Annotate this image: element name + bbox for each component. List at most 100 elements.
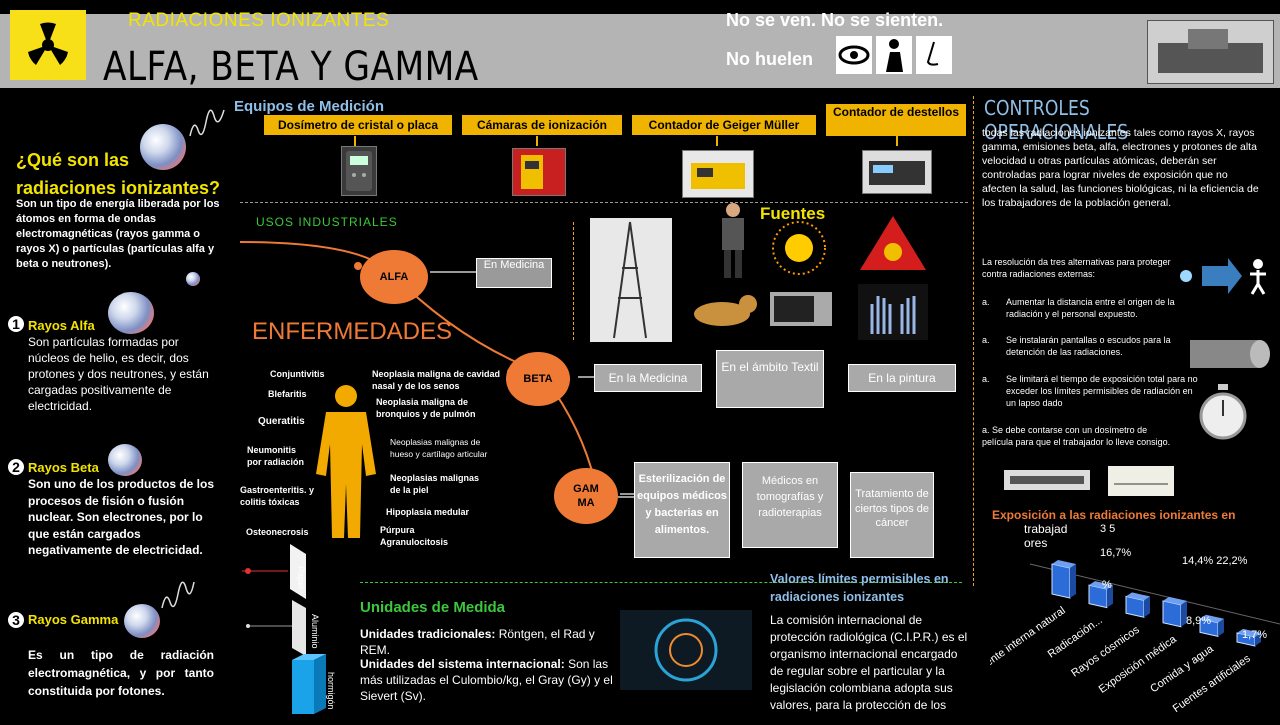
units-traditional-label: Unidades tradicionales: <box>360 627 496 641</box>
control-text-time: Se limitará el tiempo de exposición tota… <box>1006 374 1198 408</box>
atom-icon <box>140 124 186 170</box>
control-marker-3: a. <box>982 374 990 384</box>
ray-number-3: 3 <box>8 612 24 628</box>
particle-icon <box>186 272 200 286</box>
ray-text-alfa: Son partículas formadas por núcleos de h… <box>28 335 209 413</box>
disease-skin-neoplasm: Neoplasias malignas de la piel <box>390 473 480 495</box>
diseases-title: ENFERMEDADES <box>252 318 453 345</box>
chart-bar <box>1162 596 1187 628</box>
dog-image <box>686 288 762 330</box>
industrial-title: USOS INDUSTRIALES <box>256 215 398 229</box>
disease-pneumonitis: Neumonitis por radiación <box>247 445 305 467</box>
nose-icon <box>916 36 952 74</box>
dose-scale-image <box>1108 466 1174 496</box>
alfa-use-medicine: En Medicina <box>476 258 552 288</box>
measurement-title: Equipos de Medición <box>234 98 385 115</box>
device-label-scintillation: Contador de destellos <box>826 104 966 136</box>
ray-number-2: 2 <box>8 459 24 475</box>
beta-atom-icon <box>108 444 142 476</box>
gamma-wave-icon <box>160 580 196 615</box>
shielding-diagram <box>240 544 340 720</box>
antenna-tower-image <box>590 218 672 342</box>
gamma-use-sterilization: Esterilización de equipos médicos y bact… <box>634 462 730 558</box>
gamma-use-tomography: Médicos en tomografías y radioterapias <box>742 462 838 548</box>
chart-category-label: Fuente interna natural <box>990 605 1068 677</box>
units-si: Unidades del sistema internacional: Son … <box>360 656 630 704</box>
stopwatch-icon <box>1196 384 1250 442</box>
control-text-distance: Aumentar la distancia entre el origen de… <box>1006 297 1175 319</box>
units-title: Unidades de Medida <box>360 599 506 616</box>
beta-use-paint: En la pintura <box>848 364 956 392</box>
gamma-use-cancer: Tratamiento de ciertos tipos de cáncer <box>850 472 934 558</box>
beta-use-textile: En el ámbito Textil <box>716 350 824 408</box>
radiation-tech-image <box>620 610 752 690</box>
controls-lead: La resolución da tres alternativas para … <box>982 257 1171 279</box>
header-subtitle: RADIACIONES IONIZANTES <box>128 10 390 31</box>
units-traditional: Unidades tradicionales: Röntgen, el Rad … <box>360 626 622 658</box>
biohazard-sign-image <box>858 214 928 276</box>
lead-roll-image <box>1186 330 1274 378</box>
disease-gastroenteritis: Gastroenteritis. y colitis tóxicas <box>240 485 315 507</box>
concrete-label: hormigón <box>326 672 336 710</box>
microwave-image <box>770 292 832 326</box>
header-top-bar <box>0 0 1280 14</box>
section-divider <box>360 582 962 583</box>
man-phone-image <box>714 200 752 280</box>
chart-data-label: % <box>1102 579 1112 591</box>
aluminum-label: Aluminio <box>310 614 320 649</box>
distance-arrow-icon <box>1178 256 1270 296</box>
units-si-label: Unidades del sistema internacional: <box>360 657 565 671</box>
ray-title-alfa: Rayos Alfa <box>28 318 95 333</box>
connector <box>354 136 356 146</box>
section-divider <box>973 96 974 586</box>
ray-title-gamma: Rayos Gamma <box>28 612 119 627</box>
chart-data-label: 8,9% <box>1186 615 1211 627</box>
disease-nasal-neoplasm: Neoplasia maligna de cavidad nasal y de … <box>372 369 501 391</box>
device-label-ionization: Cámaras de ionización <box>462 115 622 135</box>
intro-question: ¿Qué son las radiaciones ionizantes? <box>16 150 221 198</box>
control-marker-2: a. <box>982 335 990 345</box>
ray-title-beta: Rayos Beta <box>28 460 99 475</box>
chart-data-label: 14,4% 22,2% <box>1182 555 1248 567</box>
person-icon <box>876 36 912 74</box>
section-divider <box>240 202 968 203</box>
header-band <box>0 0 1280 88</box>
chart-data-label: 16,7% <box>1100 547 1131 559</box>
ray-number-1: 1 <box>8 316 24 332</box>
control-text-dosimeter-body: Se debe contarse con un dosímetro de pel… <box>982 425 1171 447</box>
device-label-geiger: Contador de Geiger Müller <box>632 115 816 135</box>
ionization-chamber-image <box>512 148 566 196</box>
alfa-node: ALFA <box>360 250 428 304</box>
connector <box>618 496 634 498</box>
sources-title: Fuentes <box>760 204 826 223</box>
page-title: ALFA, BETA Y GAMMA <box>103 44 479 90</box>
chart-data-label: 3 5 <box>1100 523 1115 535</box>
exposure-title-overflow-1: trabajad <box>1024 522 1068 536</box>
header-slogan: No se ven. No se sienten. <box>726 10 944 30</box>
gamma-node: GAM MA <box>554 468 618 524</box>
control-text-dosimeter: a. Se debe contarse con un dosímetro de … <box>982 424 1174 448</box>
controls-intro: todas las radiaciones ionizantes tales c… <box>982 127 1259 209</box>
dosimeter-image <box>341 146 377 196</box>
disease-lung-neoplasm: Neoplasia maligna de bronquios y de pulm… <box>376 397 476 419</box>
scintillation-counter-image <box>862 150 932 194</box>
section-divider <box>573 222 574 340</box>
ray-text-beta: Son uno de los productos de los procesos… <box>28 477 215 557</box>
chart-bar <box>1088 581 1113 609</box>
units-traditional-value: Röntgen, el Rad y REM. <box>360 627 595 657</box>
beta-node: BETA <box>506 352 570 406</box>
radiation-icon <box>10 10 86 80</box>
units-si-value: Son las más utilizadas el Culombio/kg, e… <box>360 657 613 703</box>
device-label-dosimeter: Dosímetro de cristal o placa <box>264 115 452 135</box>
connector <box>896 136 898 146</box>
disease-purpura: Púrpura Agranulocitosis <box>380 525 449 547</box>
disease-blepharitis: Blefaritis <box>268 389 307 399</box>
ray-text-gamma: Es un tipo de radiación electromagnética… <box>28 648 214 698</box>
header-slogan-2: No huelen <box>726 49 814 69</box>
intro-text: Son un tipo de energía liberada por los … <box>16 198 220 270</box>
alpha-atom-icon <box>108 292 154 334</box>
chernobyl-photo <box>1147 20 1274 84</box>
wave-icon <box>188 108 228 143</box>
control-text-shields: Se instalarán pantallas o escudos para l… <box>1006 335 1171 357</box>
exposure-bar-chart: Fuente interna naturalRadicación...Rayos… <box>990 523 1280 715</box>
